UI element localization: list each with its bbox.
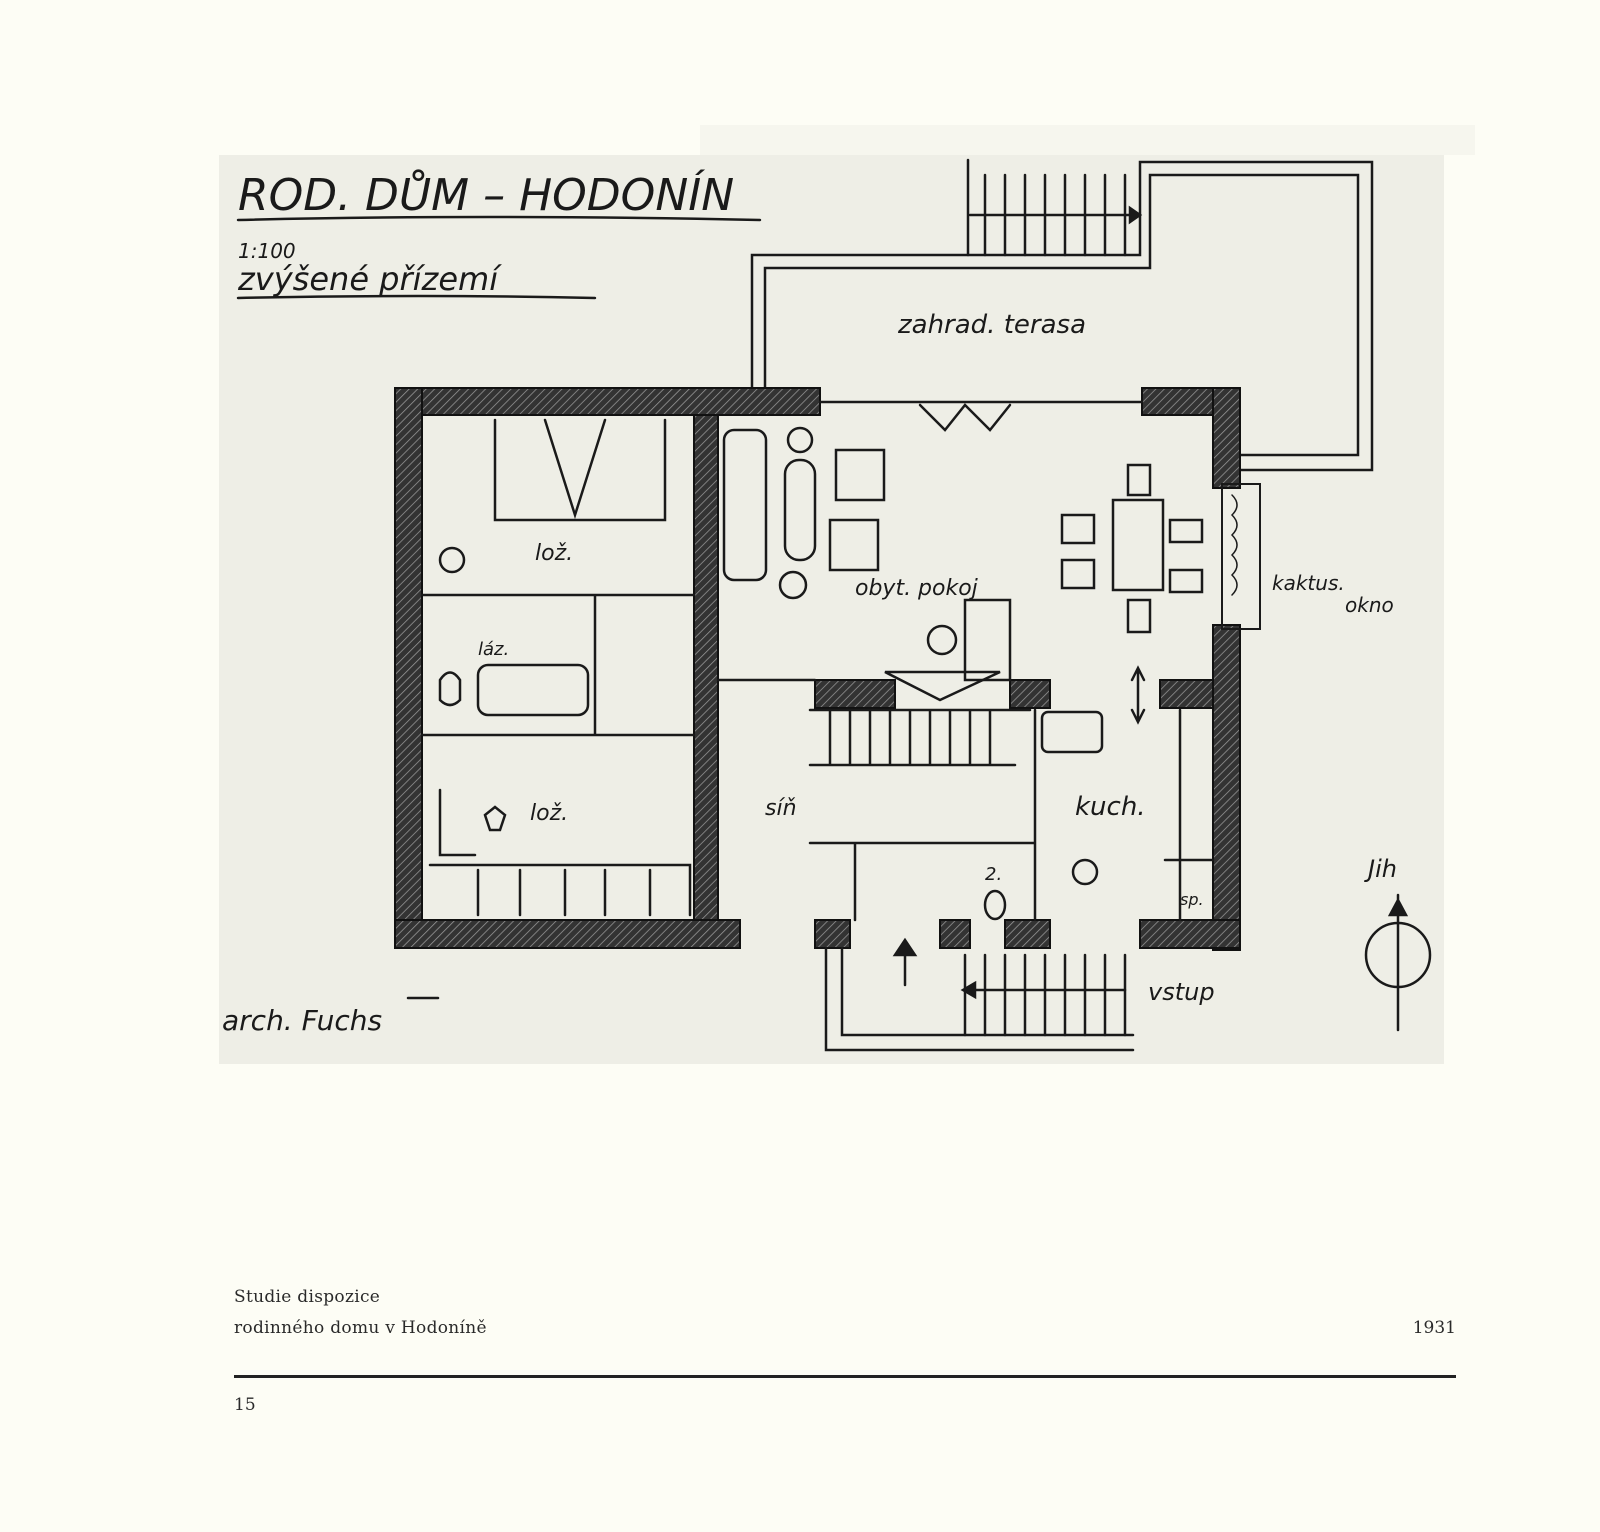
label-living-room: obyt. pokoj xyxy=(855,576,979,601)
label-bedroom-2: lož. xyxy=(530,801,568,826)
entrance-stair xyxy=(824,937,1135,1052)
label-cactus-window-2: okno xyxy=(1345,593,1394,617)
title-underline xyxy=(236,215,762,222)
label-hall: síň xyxy=(765,796,797,821)
caption-year: 1931 xyxy=(1412,1318,1456,1338)
label-bathroom: láz. xyxy=(478,639,509,660)
sketch-scale: 1:100 xyxy=(238,239,296,263)
label-terrace: zahrad. terasa xyxy=(897,310,1086,340)
label-kitchen: kuch. xyxy=(1075,792,1146,822)
caption-line-1: Studie dispozice xyxy=(234,1287,381,1307)
subtitle-underline xyxy=(236,294,597,300)
label-south: Jih xyxy=(1364,855,1397,883)
signature: arch. Fuchs xyxy=(222,1004,382,1037)
terrace-outline xyxy=(750,160,1374,472)
label-cactus-window: kaktus. xyxy=(1272,571,1345,595)
terrace-stair xyxy=(966,158,1143,257)
sketch-subtitle: zvýšené přízemí xyxy=(237,260,502,298)
exterior-walls xyxy=(394,387,1241,951)
label-wc: 2. xyxy=(985,864,1002,885)
cactus-window xyxy=(1221,483,1261,630)
south-arrow-icon xyxy=(1364,893,1432,1032)
page-number: 15 xyxy=(234,1395,256,1415)
footer-rule xyxy=(234,1375,1456,1378)
caption-line-2: rodinného domu v Hodoníně xyxy=(234,1318,487,1338)
label-entrance: vstup xyxy=(1148,978,1215,1006)
sketch-title: ROD. DŮM – HODONÍN xyxy=(238,168,734,221)
label-pantry: sp. xyxy=(1180,890,1204,909)
label-bedroom-1: lož. xyxy=(535,541,573,566)
scan-shade xyxy=(700,125,1475,155)
